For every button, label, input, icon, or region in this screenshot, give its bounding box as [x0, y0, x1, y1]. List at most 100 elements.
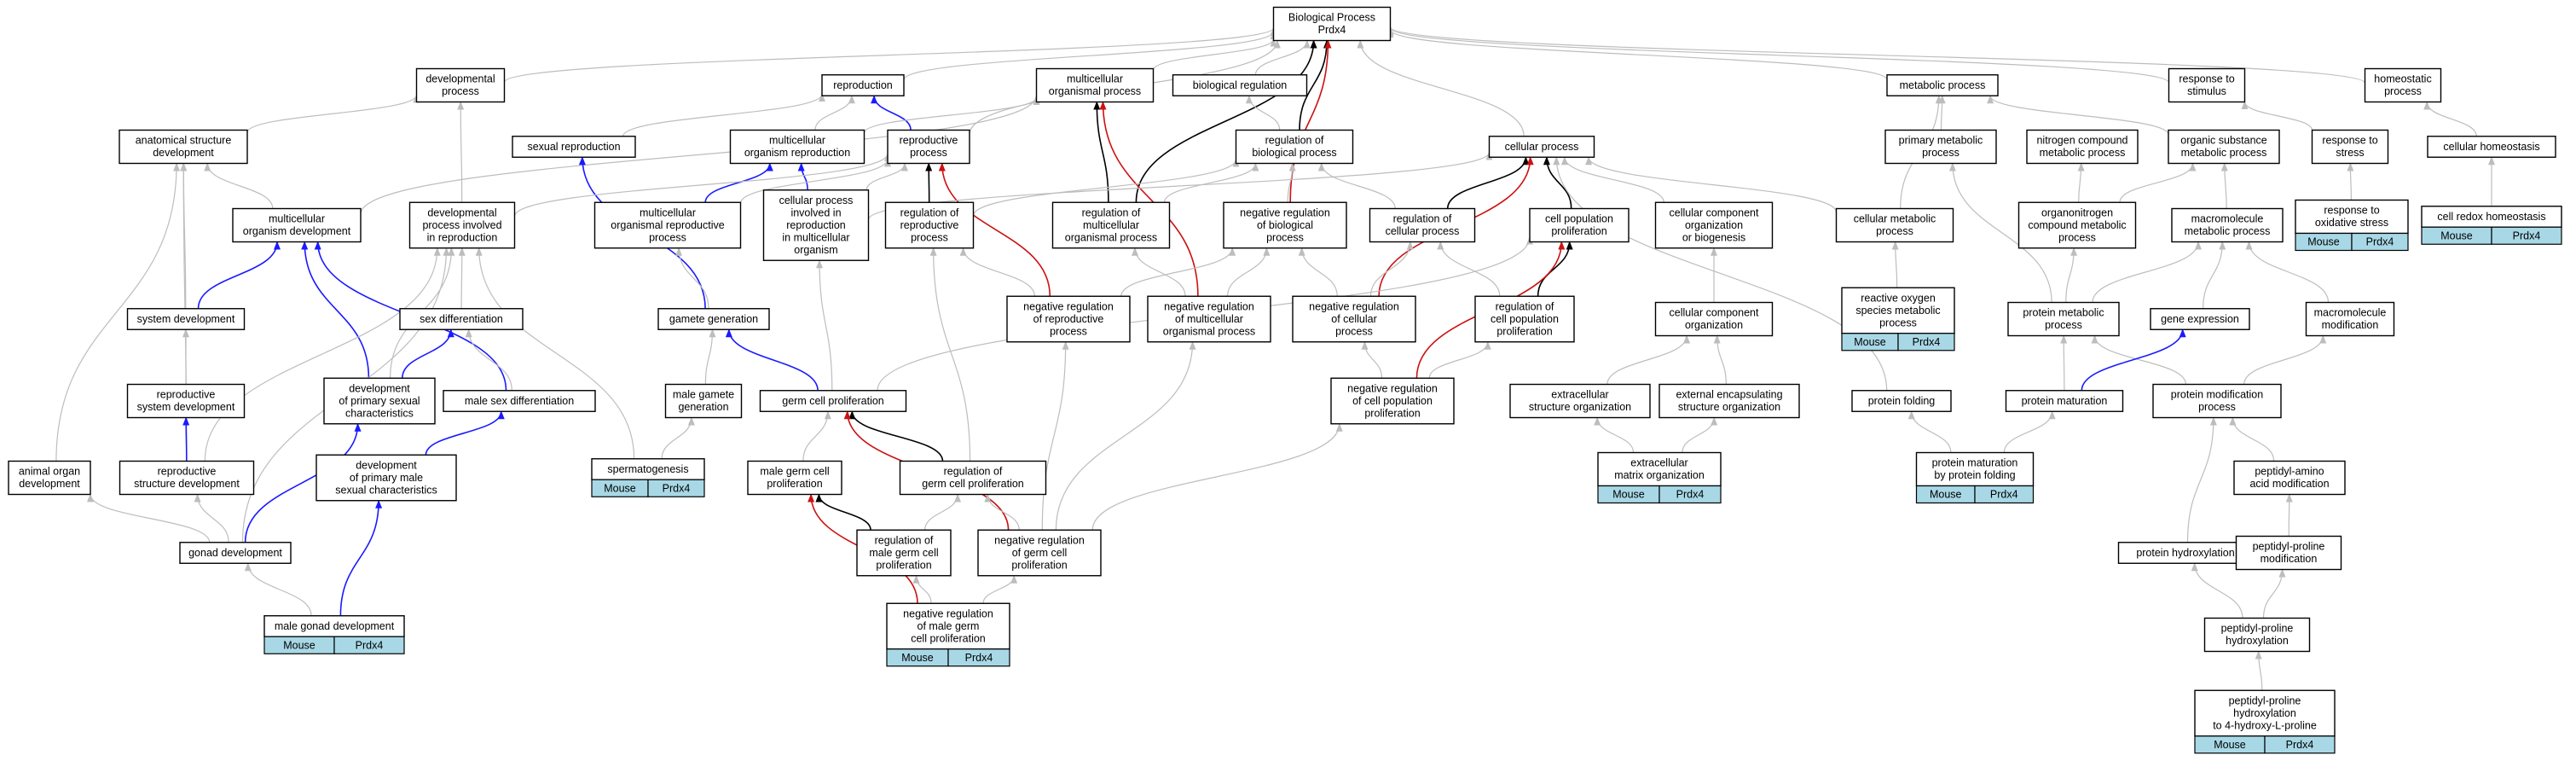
go-term-node-metabolic[interactable]: metabolic process — [1886, 74, 1999, 96]
node-label-line: multicellular — [769, 135, 825, 147]
node-box — [399, 308, 524, 330]
go-term-node-protein_folding[interactable]: protein folding — [1851, 390, 1952, 412]
node-label-line: hydroxylation — [2226, 635, 2289, 647]
node-label-line: cellular component — [1670, 206, 1759, 218]
go-term-node-bio_reg[interactable]: biological regulation — [1172, 74, 1308, 96]
node-label-line: peptidyl-proline — [2253, 541, 2325, 553]
edge-gray-reg_male_germ-to-reg_germ_prolif — [924, 493, 962, 531]
node-box — [1658, 383, 1800, 419]
go-term-node-gamete_gen[interactable]: gamete generation — [657, 308, 770, 330]
edge-gray-resp_oxstress-to-resp_stim — [2241, 101, 2313, 131]
edge-gray-reg_multi_org-to-reg_bio_proc — [1163, 162, 1259, 203]
go-term-node-germ_cell_prolif[interactable]: germ cell proliferation — [759, 390, 907, 412]
node-box — [2311, 129, 2389, 165]
go-term-node-gene_expr[interactable]: gene expression — [2150, 308, 2250, 330]
node-label-line: process — [649, 231, 686, 243]
go-term-node-system_dev[interactable]: system development — [126, 308, 246, 330]
go-term-node-protein_maturation[interactable]: protein maturation — [2005, 390, 2124, 412]
edge-black-reg_male_germ-to-male_germ_prolif — [815, 493, 871, 531]
go-term-node-cellular_proc[interactable]: cellular process — [1488, 136, 1595, 158]
go-term-node-cell_homeo[interactable]: cellular homeostasis — [2427, 136, 2556, 158]
go-term-node-sexual_repro[interactable]: sexual reproduction — [512, 136, 636, 158]
edge-gray-protein_met-to-organonitrogen — [2065, 247, 2078, 303]
node-label-line: reproduction — [833, 79, 893, 91]
node-label-line: of cell population — [1352, 395, 1433, 407]
node-label-line: development — [19, 478, 80, 490]
edge-blue-male_gonad_dev-to-dev_primary_male — [339, 499, 383, 616]
node-box — [1654, 301, 1774, 337]
go-term-node-male_sex_diff[interactable]: male sex differentiation — [443, 390, 596, 412]
node-label-line: sexual reproduction — [527, 141, 620, 153]
gene-tag-label: Prdx4 — [1913, 336, 1941, 348]
node-label-line: response to — [2179, 73, 2234, 85]
go-term-node-gonad_dev[interactable]: gonad development — [179, 542, 292, 564]
go-term-node-reproduction[interactable]: reproduction — [821, 74, 905, 96]
go-term-node-protein_hydrox[interactable]: protein hydroxylation — [2117, 542, 2254, 564]
edge-gray-resp_stim-to-bp — [1386, 26, 2170, 84]
edge-gray-multi_org_repro_proc-to-repro_proc — [739, 158, 891, 204]
go-term-node-sex_diff[interactable]: sex differentiation — [399, 308, 524, 330]
edge-gray-gonad_dev-to-repro_struct_dev — [194, 493, 229, 543]
node-label-line: modification — [2261, 553, 2318, 565]
